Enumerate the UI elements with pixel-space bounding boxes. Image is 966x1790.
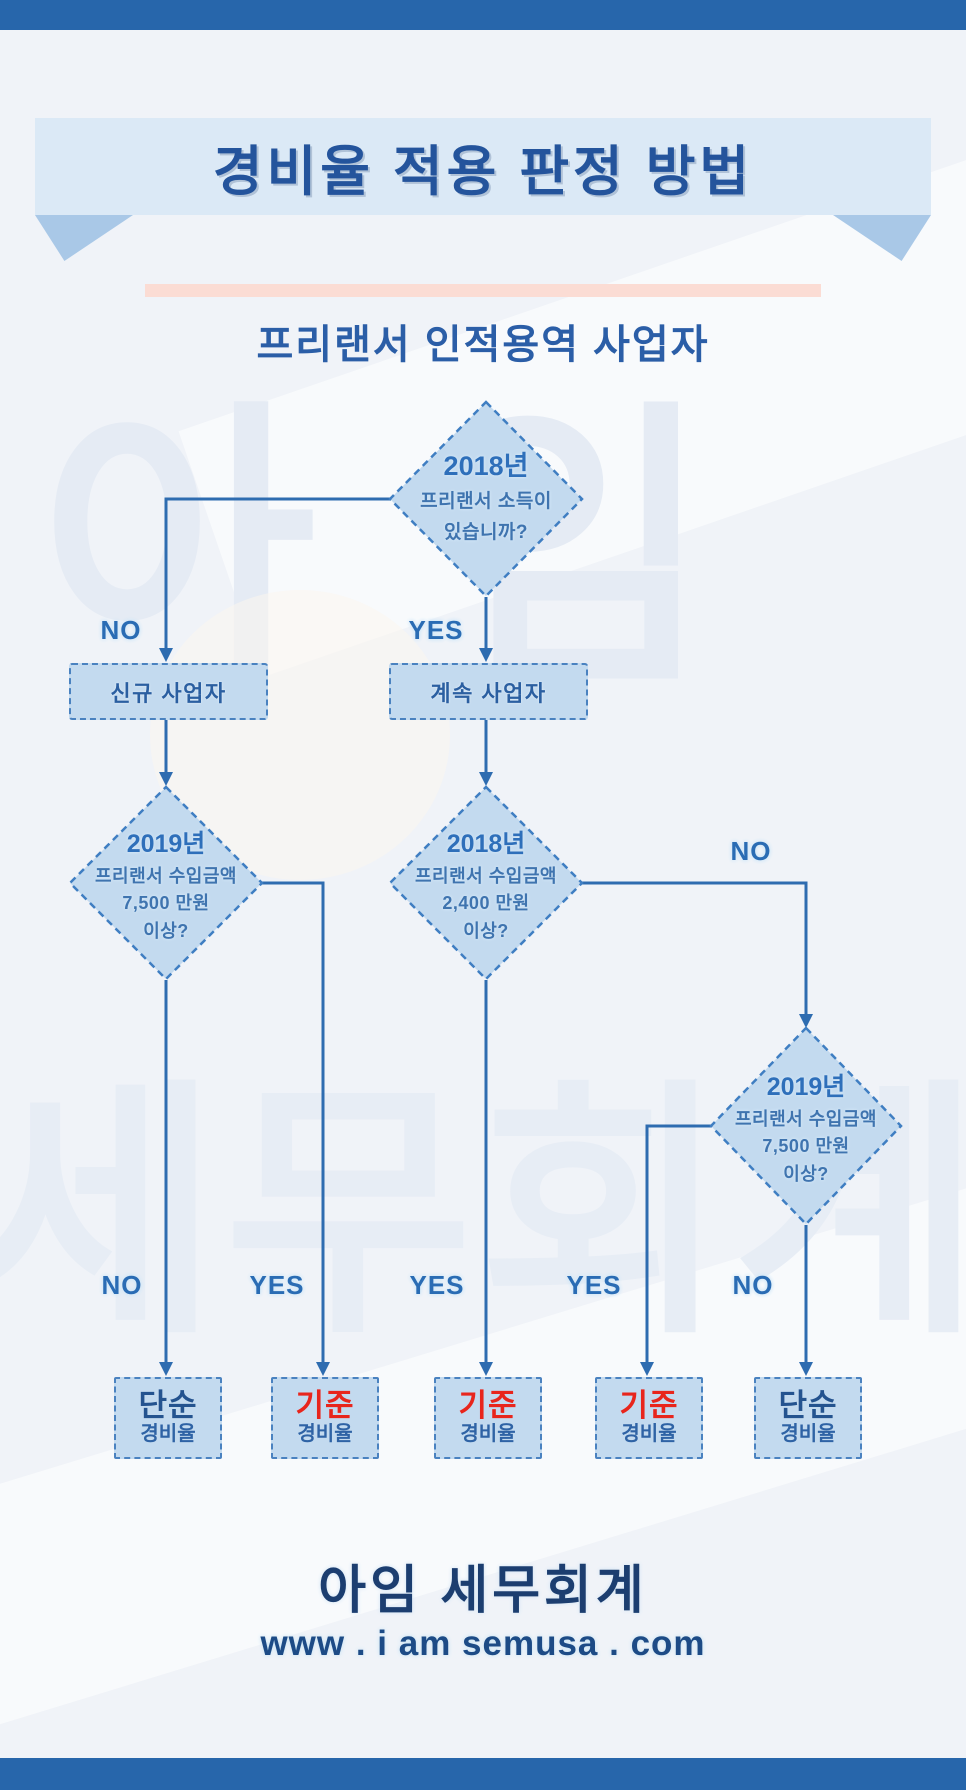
result-box-standard-rate: 기준 경비율 (595, 1377, 703, 1459)
arrowhead (640, 1362, 654, 1376)
result-main-label: 단순 (778, 1388, 838, 1424)
decision-diamond-4 (709, 1026, 903, 1226)
node-new-business: 신규 사업자 (69, 663, 268, 720)
branch-label-no: NO (732, 1270, 774, 1300)
decision-diamond-1 (388, 400, 584, 598)
result-main-label: 기준 (295, 1388, 355, 1424)
node-continuing-business-label: 계속 사업자 (430, 680, 547, 706)
result-sub-label: 경비율 (780, 1422, 836, 1445)
arrowhead (159, 1362, 173, 1376)
node-new-business-label: 신규 사업자 (110, 680, 227, 706)
connector-no2 (582, 881, 808, 1016)
title-banner: 경비율 적용 판정 방법 (35, 118, 931, 215)
website-url: www . i am semusa . com (260, 1624, 706, 1663)
page-title: 경비율 적용 판정 방법 (212, 142, 754, 202)
arrowhead (316, 1362, 330, 1376)
node-continuing-business: 계속 사업자 (389, 663, 588, 720)
connector-yes2 (262, 881, 325, 1364)
result-main-label: 단순 (138, 1388, 198, 1424)
flowchart-subtitle: 프리랜서 인적용역 사업자 (256, 323, 710, 367)
result-sub-label: 경비율 (621, 1422, 677, 1445)
arrowhead (159, 772, 173, 786)
branch-label-yes: YES (249, 1270, 305, 1300)
result-sub-label: 경비율 (297, 1422, 353, 1445)
bottom-accent-bar (0, 1758, 966, 1790)
result-sub-label: 경비율 (460, 1422, 516, 1445)
accent-divider-line (145, 284, 821, 297)
arrowhead (799, 1014, 813, 1028)
result-box-standard-rate: 기준 경비율 (434, 1377, 542, 1459)
arrowhead (479, 1362, 493, 1376)
connector-no1 (164, 497, 391, 650)
decision-diamond-3 (388, 785, 584, 981)
branch-label-no: NO (101, 1270, 143, 1300)
arrowhead (799, 1362, 813, 1376)
branch-label-yes: YES (409, 1270, 465, 1300)
result-box-standard-rate: 기준 경비율 (271, 1377, 379, 1459)
result-sub-label: 경비율 (140, 1422, 196, 1445)
branch-label-yes: YES (408, 615, 464, 645)
result-main-label: 기준 (458, 1388, 518, 1424)
connector-yes4 (645, 1124, 711, 1364)
arrowhead (479, 772, 493, 786)
branch-label-yes: YES (566, 1270, 622, 1300)
branch-label-no: NO (730, 836, 772, 866)
decision-diamond-2 (68, 785, 264, 981)
arrowhead (159, 648, 173, 662)
arrowhead (479, 648, 493, 662)
brand-name: 아임 세무회계 (318, 1562, 648, 1620)
result-main-label: 기준 (619, 1388, 679, 1424)
result-box-simple-rate: 단순 경비율 (114, 1377, 222, 1459)
result-box-simple-rate: 단순 경비율 (754, 1377, 862, 1459)
branch-label-no: NO (100, 615, 142, 645)
